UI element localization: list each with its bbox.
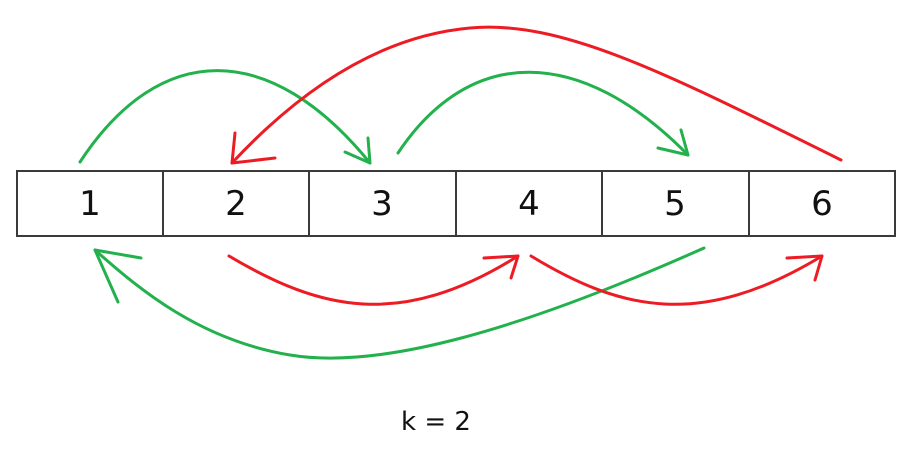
array-cell-label: 4	[518, 184, 540, 224]
array-cell-2: 2	[162, 170, 310, 237]
array-cell-4: 4	[455, 170, 603, 237]
arrow-2-to-4	[227, 254, 520, 306]
array-cell-3: 3	[308, 170, 457, 237]
arrow-5-to-1	[93, 246, 706, 360]
caption-k-value: k = 2	[401, 407, 471, 437]
arrow-1-to-3	[78, 69, 372, 165]
green-cycle	[78, 69, 706, 360]
array-cell-label: 3	[371, 184, 393, 224]
array-cell-label: 6	[811, 184, 833, 224]
array-cell-label: 2	[225, 184, 247, 224]
red-cycle	[227, 25, 843, 306]
array-cell-1: 1	[16, 170, 164, 237]
arrow-6-to-2	[230, 25, 843, 165]
array-cell-5: 5	[601, 170, 750, 237]
array-cell-label: 1	[79, 184, 101, 224]
array-cell-6: 6	[748, 170, 896, 237]
array-cell-label: 5	[664, 184, 686, 224]
arrow-3-to-5	[396, 70, 690, 157]
array: 1 2 3 4 5 6	[16, 170, 896, 237]
arrow-4-to-6	[529, 254, 824, 306]
